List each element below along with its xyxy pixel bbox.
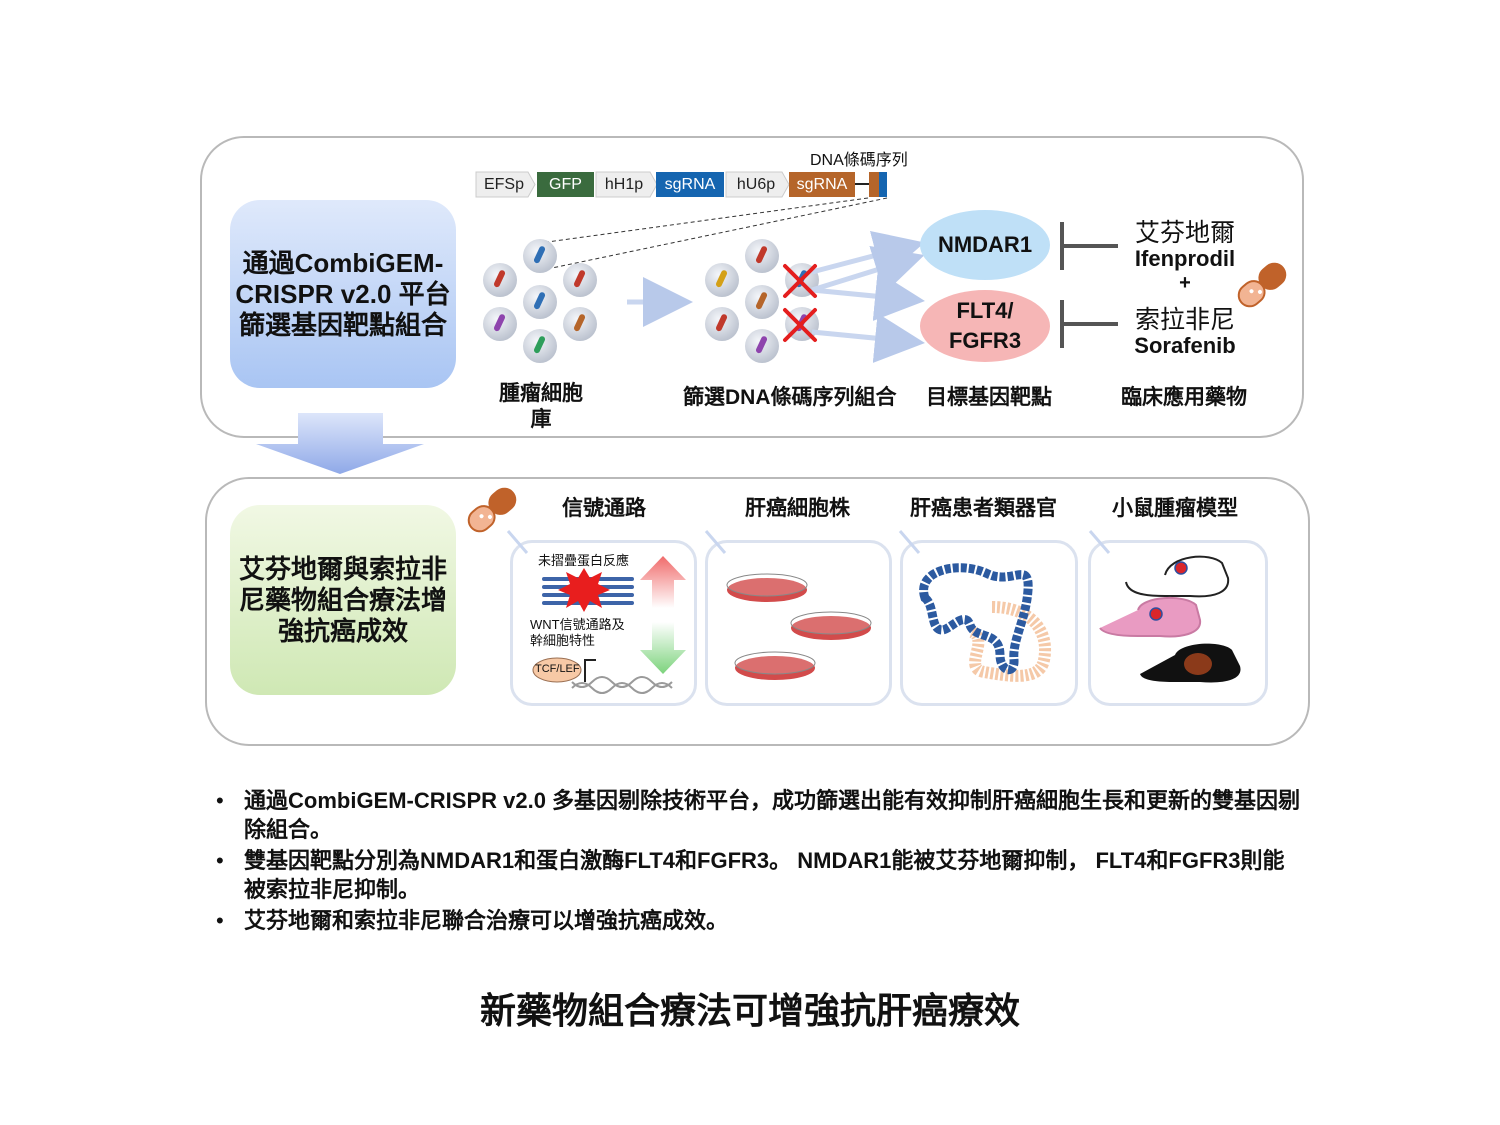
petri-dish-icon: [726, 573, 872, 680]
tumor-cell-library: [483, 239, 597, 363]
wnt-label: WNT信號通路及幹細胞特性: [530, 617, 625, 648]
construct-gfp: GFP: [549, 175, 582, 193]
summary-bullets: 通過CombiGEM-CRISPR v2.0 多基因剔除技術平台，成功篩選出能有…: [214, 786, 1304, 937]
pill-icon-bottom: [467, 487, 517, 533]
down-arrow-green: [640, 622, 686, 674]
construct-sgrna-2: sgRNA: [796, 175, 848, 193]
header-cell-lines: 肝癌細胞株: [745, 497, 850, 520]
header-organoids: 肝癌患者類器官: [910, 497, 1057, 520]
combination-therapy-label: 艾芬地爾與索拉非尼藥物組合療法增強抗癌成效: [230, 505, 456, 695]
drug-sorafenib-zh: 索拉非尼: [1134, 306, 1235, 334]
drug-sorafenib-en: Sorafenib: [1134, 333, 1236, 358]
upr-label: 未摺疊蛋白反應: [538, 553, 630, 568]
drug-ifenprodil-zh: 艾芬地爾: [1134, 219, 1235, 247]
plus-sign: +: [1179, 272, 1191, 294]
bullet-item: 通過CombiGEM-CRISPR v2.0 多基因剔除技術平台，成功篩選出能有…: [214, 786, 1304, 844]
barcode-label: DNA條碼序列: [810, 152, 908, 169]
target-nmdar1: NMDAR1: [920, 210, 1050, 280]
screen-label: 篩選DNA條碼序列組合: [683, 386, 897, 409]
construct-chevrons: [475, 171, 790, 198]
pill-icon-top: [1237, 262, 1287, 308]
targets-label: 目標基因靶點: [926, 386, 1052, 409]
header-mouse-model: 小鼠腫瘤模型: [1112, 497, 1238, 520]
knockout-x-marks: [783, 264, 817, 342]
organoid-box: [900, 540, 1078, 706]
up-arrow: [640, 556, 686, 608]
upr-protein-icon: [542, 568, 634, 612]
inhibition-bars: [1060, 222, 1118, 348]
construct-sgrna-1: sgRNA: [664, 175, 716, 193]
construct-hh1p: hH1p: [604, 175, 644, 193]
target-flt4-fgfr3: FLT4/ FGFR3: [920, 290, 1050, 362]
drugs-label: 臨床應用藥物: [1121, 386, 1247, 409]
construct-hu6p: hU6p: [736, 175, 776, 193]
tcf-lef-label: TCF/LEF: [535, 663, 580, 675]
footer-title: 新藥物組合療法可增強抗肝癌療效: [479, 990, 1020, 1031]
bullet-item: 雙基因靶點分別為NMDAR1和蛋白激酶FLT4和FGFR3。 NMDAR1能被艾…: [214, 846, 1304, 904]
organoid-icon: [919, 563, 1052, 682]
tcf-lef-oval: [532, 657, 582, 683]
screening-platform-label: 通過CombiGEM-CRISPR v2.0 平台篩選基因靶點組合: [230, 200, 456, 388]
bullet-item: 艾芬地爾和索拉非尼聯合治療可以增強抗癌成效。: [214, 906, 1304, 935]
mouse-model-icon: [1099, 555, 1241, 683]
dna-icon: [571, 676, 673, 694]
target-arrows: [811, 230, 925, 364]
down-arrow: [256, 413, 424, 474]
library-label: 腫瘤細胞庫: [499, 382, 583, 431]
construct-efsp: EFSp: [483, 175, 524, 193]
header-signaling: 信號通路: [562, 497, 646, 520]
drug-ifenprodil-en: Ifenprodil: [1134, 246, 1236, 271]
